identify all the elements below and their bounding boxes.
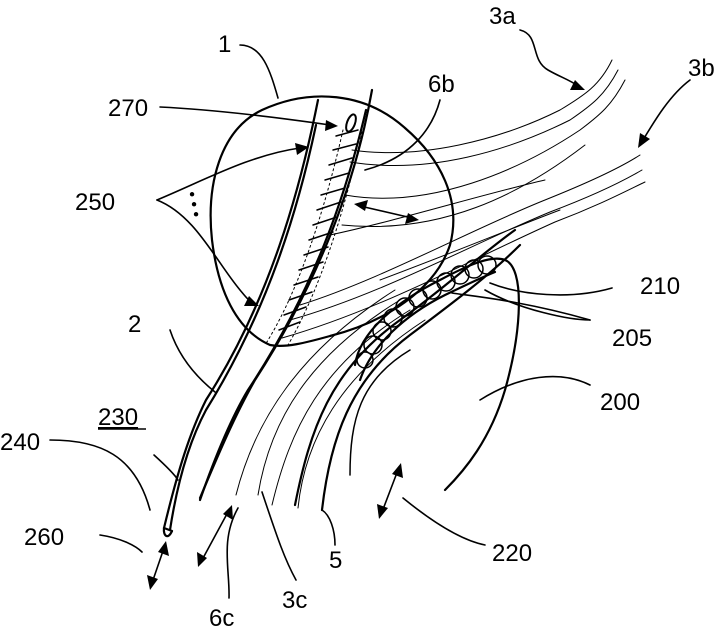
dots-250	[190, 192, 198, 216]
label-240: 240	[0, 429, 40, 456]
loop-chain-205	[357, 256, 496, 368]
label-1: 1	[218, 31, 231, 58]
fiber-bundle-3a	[342, 60, 625, 227]
label-210: 210	[640, 273, 680, 300]
arrow-220	[377, 463, 403, 519]
label-5: 5	[329, 547, 342, 574]
label-6b: 6b	[428, 71, 455, 98]
catheter-shaft	[164, 90, 372, 536]
fiber-bundle-3b	[282, 155, 645, 338]
arrow-6b	[354, 200, 419, 224]
arrow-260	[147, 541, 169, 590]
label-205: 205	[612, 325, 652, 352]
label-270: 270	[108, 95, 148, 122]
label-3a: 3a	[489, 3, 516, 30]
label-6c: 6c	[209, 605, 234, 631]
label-250: 250	[75, 189, 115, 216]
label-260: 260	[24, 524, 64, 551]
shaft-hatching	[279, 130, 358, 330]
label-200: 200	[600, 389, 640, 416]
tissue-layer-5	[295, 230, 520, 510]
label-3b: 3b	[688, 55, 715, 82]
label-2: 2	[128, 311, 141, 338]
label-230: 230	[98, 404, 138, 431]
label-220: 220	[492, 540, 532, 567]
label-3c: 3c	[282, 587, 307, 614]
